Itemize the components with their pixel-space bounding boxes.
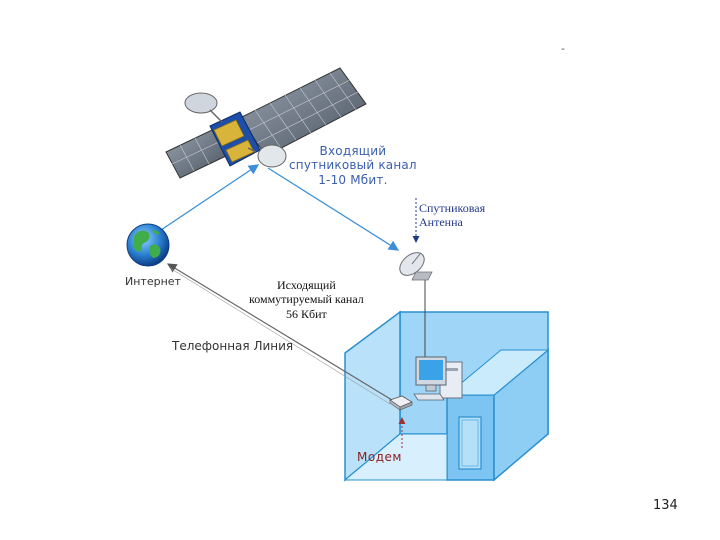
phone-line (166, 263, 393, 401)
internet-label: Интернет (125, 275, 181, 288)
satellite-downlink (267, 167, 400, 251)
computer-icon (413, 356, 463, 401)
room-floor (343, 433, 448, 481)
satellite-icon (165, 67, 367, 179)
modem-label: Модем (357, 450, 402, 464)
room (343, 310, 550, 482)
satellite-antenna-label: Спутниковая Антенна (419, 201, 486, 230)
outgoing-channel-label: Исходящий коммутируемый канал 56 Кбит (249, 278, 364, 321)
page-number: 134 (653, 498, 678, 513)
modem-icon (389, 395, 413, 411)
satellite-dish-icon (399, 252, 433, 281)
phone-line-label: Телефонная Линия (172, 339, 294, 353)
corner-mark: - (561, 42, 565, 55)
globe-icon (126, 223, 170, 267)
door-icon (458, 416, 482, 470)
satellite-uplink (157, 164, 260, 233)
incoming-channel-label: Входящий спутниковый канал 1-10 Мбит. (289, 144, 417, 187)
